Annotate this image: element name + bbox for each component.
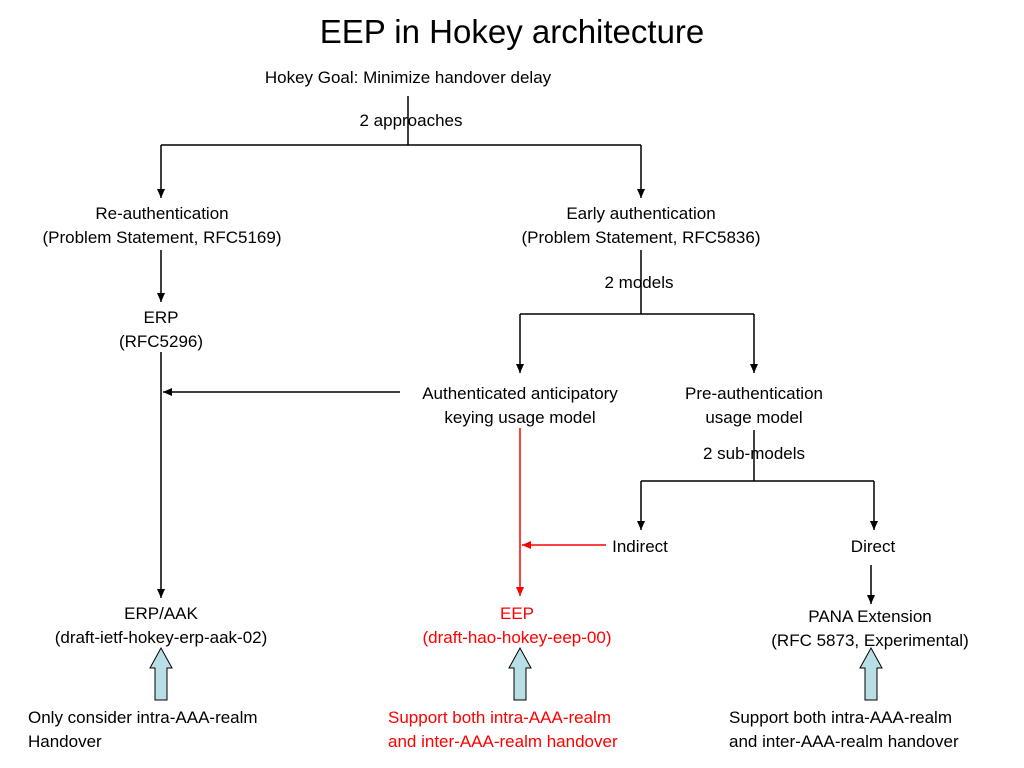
reauth-subtitle: (Problem Statement, RFC5169) — [42, 228, 282, 247]
submodels-label: 2 sub-models — [702, 444, 806, 463]
preauth-title: Pre-authentication — [685, 384, 823, 403]
eep-subtitle: (draft-hao-hokey-eep-00) — [422, 628, 612, 647]
reauth-title: Re-authentication — [95, 204, 229, 223]
pana-subtitle: (RFC 5873, Experimental) — [771, 631, 969, 650]
anticipatory-title: Authenticated anticipatory — [422, 384, 618, 403]
block-arrow-middle — [508, 646, 532, 701]
preauth-subtitle: usage model — [705, 408, 803, 427]
note-right-line1: Support both intra-AAA-realm — [729, 708, 952, 727]
note-middle: Support both intra-AAA-realm and inter-A… — [388, 706, 688, 754]
erp-aak-subtitle: (draft-ietf-hokey-erp-aak-02) — [54, 628, 268, 647]
note-middle-line1: Support both intra-AAA-realm — [388, 708, 611, 727]
pana-title: PANA Extension — [808, 607, 932, 626]
indirect-node: Indirect — [612, 537, 668, 556]
block-arrow-left — [149, 646, 173, 701]
note-right: Support both intra-AAA-realm and inter-A… — [729, 706, 1019, 754]
anticipatory-subtitle: keying usage model — [444, 408, 596, 427]
note-right-line2: and inter-AAA-realm handover — [729, 732, 959, 751]
page-title: EEP in Hokey architecture — [319, 13, 705, 50]
preauth-node: Pre-authentication usage model — [654, 382, 854, 430]
pana-node: PANA Extension (RFC 5873, Experimental) — [730, 605, 1010, 653]
erp-title: ERP — [143, 308, 179, 327]
note-left-line2: Handover — [28, 732, 102, 751]
reauth-node: Re-authentication (Problem Statement, RF… — [2, 202, 322, 250]
models-label: 2 models — [604, 273, 674, 292]
early-auth-subtitle: (Problem Statement, RFC5836) — [521, 228, 761, 247]
note-middle-line2: and inter-AAA-realm handover — [388, 732, 618, 751]
anticipatory-node: Authenticated anticipatory keying usage … — [385, 382, 655, 430]
approaches-label: 2 approaches — [359, 111, 463, 130]
eep-title: EEP — [499, 604, 535, 623]
early-auth-title: Early authentication — [566, 204, 716, 223]
erp-node: ERP (RFC5296) — [81, 306, 241, 354]
erp-aak-title: ERP/AAK — [124, 604, 198, 623]
goal-label: Hokey Goal: Minimize handover delay — [264, 68, 552, 87]
erp-aak-node: ERP/AAK (draft-ietf-hokey-erp-aak-02) — [11, 602, 311, 650]
eep-node: EEP (draft-hao-hokey-eep-00) — [387, 602, 647, 650]
direct-node: Direct — [850, 537, 896, 556]
block-arrow-right — [859, 646, 883, 701]
early-auth-node: Early authentication (Problem Statement,… — [481, 202, 801, 250]
note-left-line1: Only consider intra-AAA-realm — [28, 708, 258, 727]
erp-subtitle: (RFC5296) — [118, 332, 204, 351]
note-left: Only consider intra-AAA-realm Handover — [28, 706, 328, 754]
